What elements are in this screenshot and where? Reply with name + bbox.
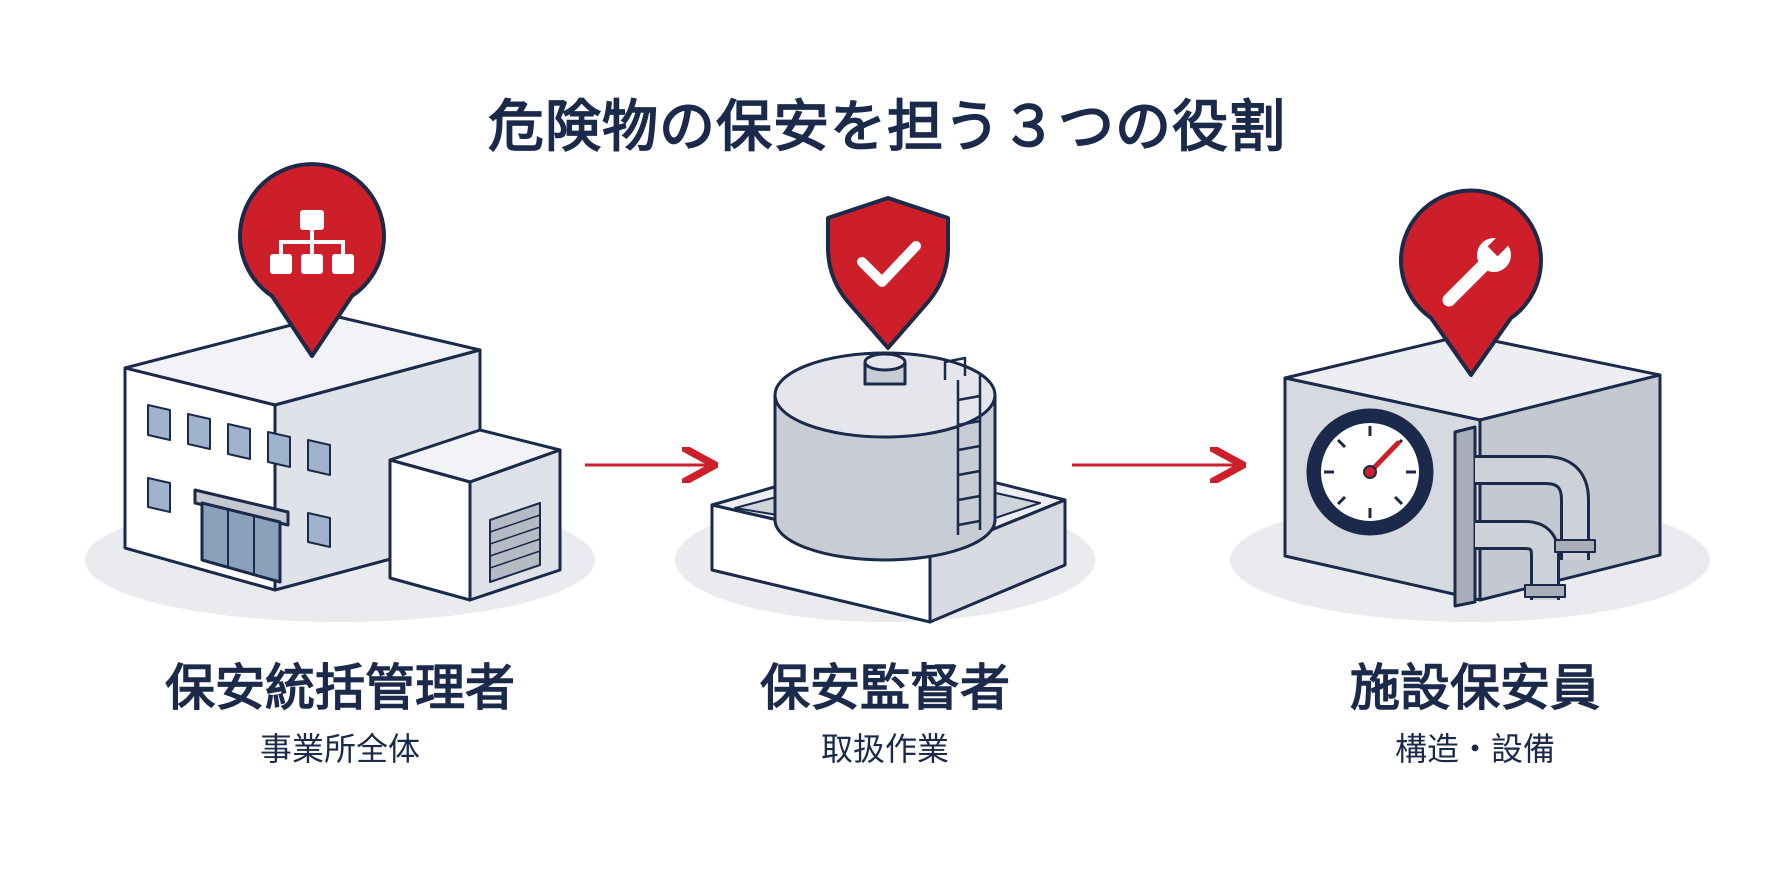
org-chart-pin (238, 162, 386, 358)
shield-check-pin (826, 196, 950, 350)
org-chart-icon (270, 210, 354, 274)
role-name-3: 施設保安員 (1350, 659, 1600, 717)
pressure-gauge-icon (1306, 408, 1434, 536)
shield-check-icon (857, 241, 921, 287)
building-illustration (123, 313, 562, 602)
wrench-pin (1399, 188, 1543, 377)
storage-tank-illustration (710, 351, 1067, 624)
role-scope-1: 事業所全体 (259, 730, 420, 768)
equipment-illustration (1283, 333, 1662, 608)
role-scope-3: 構造・設備 (1394, 730, 1555, 768)
wrench-icon (1442, 233, 1511, 307)
pipes-icon (1475, 455, 1596, 600)
role-name-1: 保安統括管理者 (165, 659, 515, 717)
page-title: 危険物の保安を担う３つの役割 (488, 95, 1286, 160)
role-scope-2: 取扱作業 (820, 730, 949, 768)
role-name-2: 保安監督者 (760, 659, 1010, 717)
